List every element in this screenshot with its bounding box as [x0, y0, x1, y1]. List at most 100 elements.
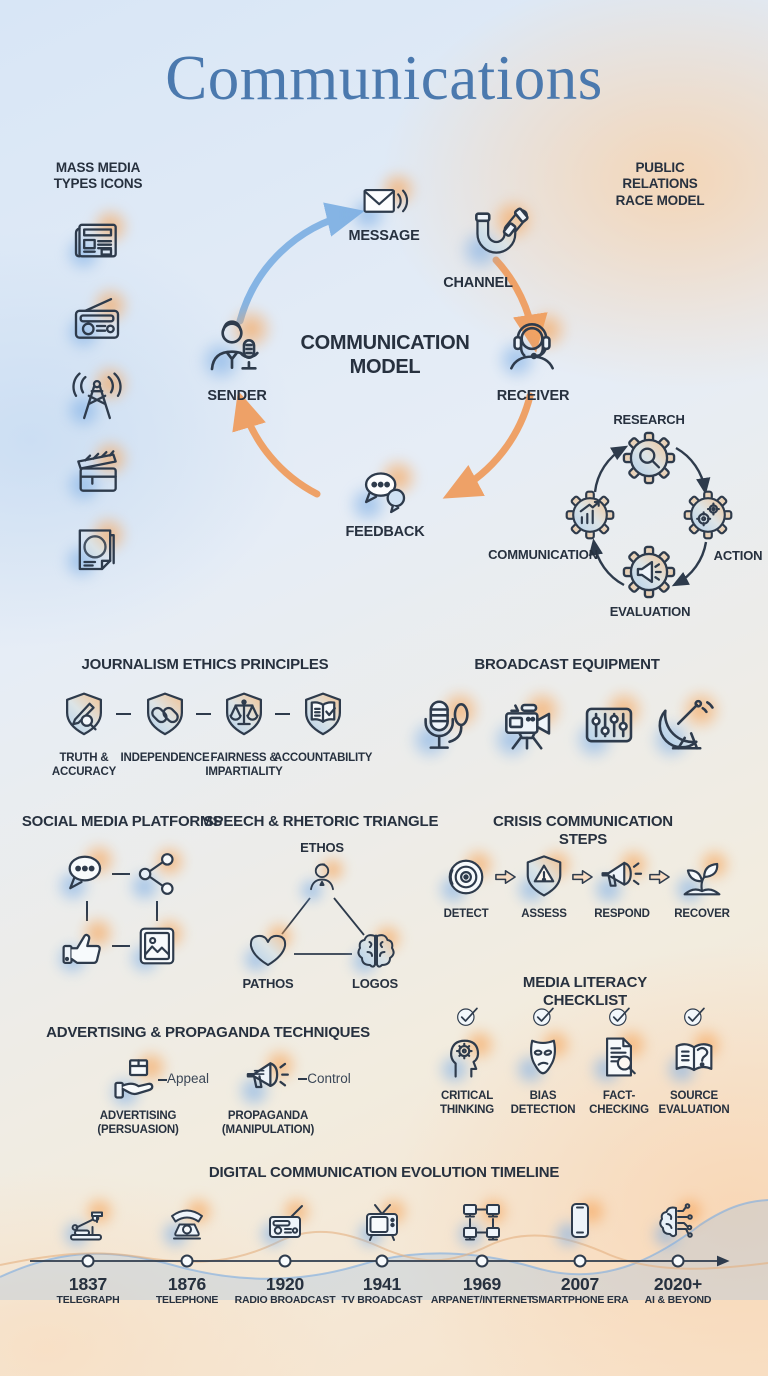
- ethics-label-fairness: FAIRNESS & IMPARTIALITY: [205, 752, 283, 779]
- ethics-label-truth: TRUTH & ACCURACY: [51, 752, 117, 779]
- rotary-phone-icon: [163, 1199, 211, 1247]
- heart-icon: [244, 924, 292, 972]
- thumbs-up-icon: [58, 919, 112, 973]
- journalism-ethics-heading: JOURNALISM ETHICS PRINCIPLES: [81, 656, 329, 673]
- telegraph-key-icon: [64, 1199, 112, 1247]
- magazine-icon: [67, 520, 123, 576]
- check-circle-icon: [680, 1002, 708, 1030]
- photo-icon: [131, 920, 183, 972]
- communication-cycle-arrows: [232, 202, 548, 499]
- literacy-label-critical: CRITICAL THINKING: [440, 1090, 494, 1117]
- race-label-communication: EVALUATION: [609, 604, 691, 619]
- timeline-label: TV BROADCAST: [341, 1294, 423, 1306]
- page-title: Communications: [165, 43, 603, 113]
- brain-icon: [352, 926, 400, 974]
- timeline-year: 1920: [265, 1274, 305, 1294]
- connector-line: [156, 901, 159, 921]
- ethics-label-accountability: ACCOUNTABILITY: [273, 752, 373, 764]
- propaganda-megaphone-icon: [240, 1051, 294, 1105]
- shield-chain-icon: [138, 687, 192, 743]
- newspaper-icon: [69, 212, 125, 268]
- satellite-dish-icon: [655, 694, 717, 756]
- literacy-label-bias: BIAS DETECTION: [510, 1090, 576, 1117]
- timeline-label: RADIO BROADCAST: [234, 1294, 336, 1306]
- vertex-label-ethos: ETHOS: [300, 840, 344, 855]
- gear-megaphone-icon: [621, 544, 677, 600]
- timeline-year: 1941: [362, 1274, 402, 1294]
- broadcast-equipment-heading: BROADCAST EQUIPMENT: [474, 656, 660, 673]
- timeline-year: 2007: [560, 1274, 600, 1294]
- step-arrow: [495, 870, 516, 884]
- ai-brain-icon: [654, 1199, 702, 1247]
- connector-line: [158, 1079, 167, 1081]
- connector-line: [275, 713, 290, 716]
- crisis-label-recover: RECOVER: [674, 908, 730, 920]
- step-arrow: [649, 870, 670, 884]
- check-circle-icon: [453, 1002, 481, 1030]
- timeline-year: 2020+: [653, 1274, 703, 1294]
- clapperboard-icon: [69, 444, 125, 500]
- chat-bubble-icon: [59, 846, 113, 900]
- timeline-label: TELEGRAPH: [56, 1294, 120, 1306]
- book-question-icon: [668, 1031, 720, 1083]
- gear-magnifier-icon: [621, 430, 677, 486]
- timeline-label: ARPANET/INTERNET: [430, 1294, 534, 1306]
- race-label-research: RESEARCH: [613, 412, 685, 427]
- hand-box-icon: [111, 1053, 165, 1107]
- connector-line: [86, 901, 89, 921]
- propaganda-label: PROPAGANDA (MANIPULATION): [221, 1110, 315, 1137]
- media-literacy-heading: MEDIA LITERACY CHECKLIST: [522, 974, 648, 1010]
- shield-book-icon: [296, 687, 350, 743]
- network-icon: [458, 1199, 506, 1247]
- node-label-feedback: FEEDBACK: [345, 524, 425, 540]
- connector-line: [196, 713, 211, 716]
- advertising-tag: Appeal: [166, 1071, 210, 1086]
- node-label-message: MESSAGE: [348, 228, 420, 244]
- crisis-label-respond: RESPOND: [594, 908, 650, 920]
- ad-propaganda-heading: ADVERTISING & PROPAGANDA TECHNIQUES: [46, 1024, 370, 1041]
- ethics-label-independence: INDEPENDENCE: [120, 752, 210, 764]
- radio-icon: [69, 291, 125, 347]
- smartphone-icon: [556, 1199, 604, 1247]
- check-circle-icon: [605, 1002, 633, 1030]
- shield-scales-icon: [217, 687, 271, 743]
- social-media-heading: SOCIAL MEDIA PLATFORMS: [21, 813, 223, 830]
- timeline-year: 1876: [167, 1274, 207, 1294]
- timeline-label: AI & BEYOND: [644, 1294, 712, 1306]
- vertex-label-logos: LOGOS: [352, 976, 398, 991]
- pipe-icon: [464, 204, 530, 266]
- gear-chart-icon: [564, 489, 616, 541]
- shield-pen-icon: [57, 687, 111, 743]
- step-arrow: [572, 870, 593, 884]
- radio-broadcast-icon: [261, 1199, 309, 1247]
- presenter-microphone-icon: [204, 312, 268, 378]
- advertising-label: ADVERTISING (PERSUASION): [97, 1110, 179, 1137]
- connector-line: [112, 945, 130, 948]
- timeline-axis: [30, 1254, 730, 1268]
- literacy-label-fact: FACT- CHECKING: [589, 1090, 649, 1117]
- chat-bubbles-icon: [352, 463, 414, 519]
- warning-shield-icon: [518, 851, 570, 903]
- crisis-label-detect: DETECT: [443, 908, 489, 920]
- radar-icon: [440, 851, 492, 903]
- video-camera-icon: [496, 694, 558, 756]
- envelope-icon: [352, 176, 414, 228]
- pr-race-heading: PUBLIC RELATIONS RACE MODEL: [615, 160, 705, 208]
- mass-media-heading: MASS MEDIA TYPES ICONS: [53, 160, 143, 192]
- tv-icon: [358, 1199, 406, 1247]
- connector-line: [116, 713, 131, 716]
- gear-cogs-icon: [682, 489, 734, 541]
- rhetoric-triangle-heading: SPEECH & RHETORIC TRIANGLE: [203, 813, 439, 830]
- document-magnifier-icon: [593, 1031, 645, 1083]
- race-label-evaluation: COMMUNICATION: [488, 547, 598, 562]
- timeline-heading: DIGITAL COMMUNICATION EVOLUTION TIMELINE: [208, 1164, 560, 1181]
- literacy-label-source: SOURCE EVALUATION: [658, 1090, 730, 1117]
- check-circle-icon: [529, 1002, 557, 1030]
- vertex-label-pathos: PATHOS: [242, 976, 294, 991]
- broadcast-tower-icon: [69, 369, 125, 425]
- mask-icon: [517, 1031, 569, 1083]
- studio-microphone-icon: [414, 694, 476, 756]
- race-label-action: ACTION: [713, 548, 763, 563]
- share-icon: [131, 848, 183, 900]
